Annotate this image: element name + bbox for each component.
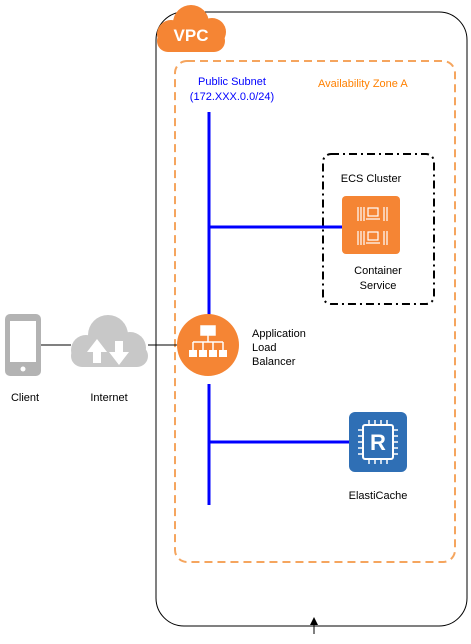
vpc-container	[155, 11, 468, 627]
entry-arrow	[310, 617, 318, 634]
internet-label: Internet	[90, 392, 127, 404]
ecs-cluster-box	[322, 153, 435, 305]
container-service-label-2: Service	[360, 280, 397, 292]
elasticache-label: ElastiCache	[349, 490, 408, 502]
alb-label-1: Application	[252, 328, 306, 340]
internet-cloud-icon	[71, 315, 148, 367]
availability-zone-label: Availability Zone A	[318, 78, 408, 90]
network-lines	[40, 112, 349, 505]
container-service-label-1: Container	[354, 265, 402, 277]
vpc-badge-text: VPC	[174, 26, 209, 45]
availability-zone-box	[174, 60, 456, 563]
alb-label-3: Balancer	[252, 356, 296, 368]
elasticache-glyph: R	[370, 430, 386, 455]
alb-label-2: Load	[252, 342, 276, 354]
vpc-cloud-icon: VPC	[157, 5, 226, 52]
container-service-icon	[342, 196, 400, 254]
elasticache-icon: R	[349, 412, 407, 472]
load-balancer-icon	[177, 314, 239, 376]
client-label: Client	[11, 392, 39, 404]
public-subnet-cidr: (172.XXX.0.0/24)	[190, 91, 274, 103]
public-subnet-label: Public Subnet	[198, 76, 266, 88]
mobile-device-icon	[5, 314, 41, 376]
ecs-cluster-label: ECS Cluster	[341, 173, 402, 185]
